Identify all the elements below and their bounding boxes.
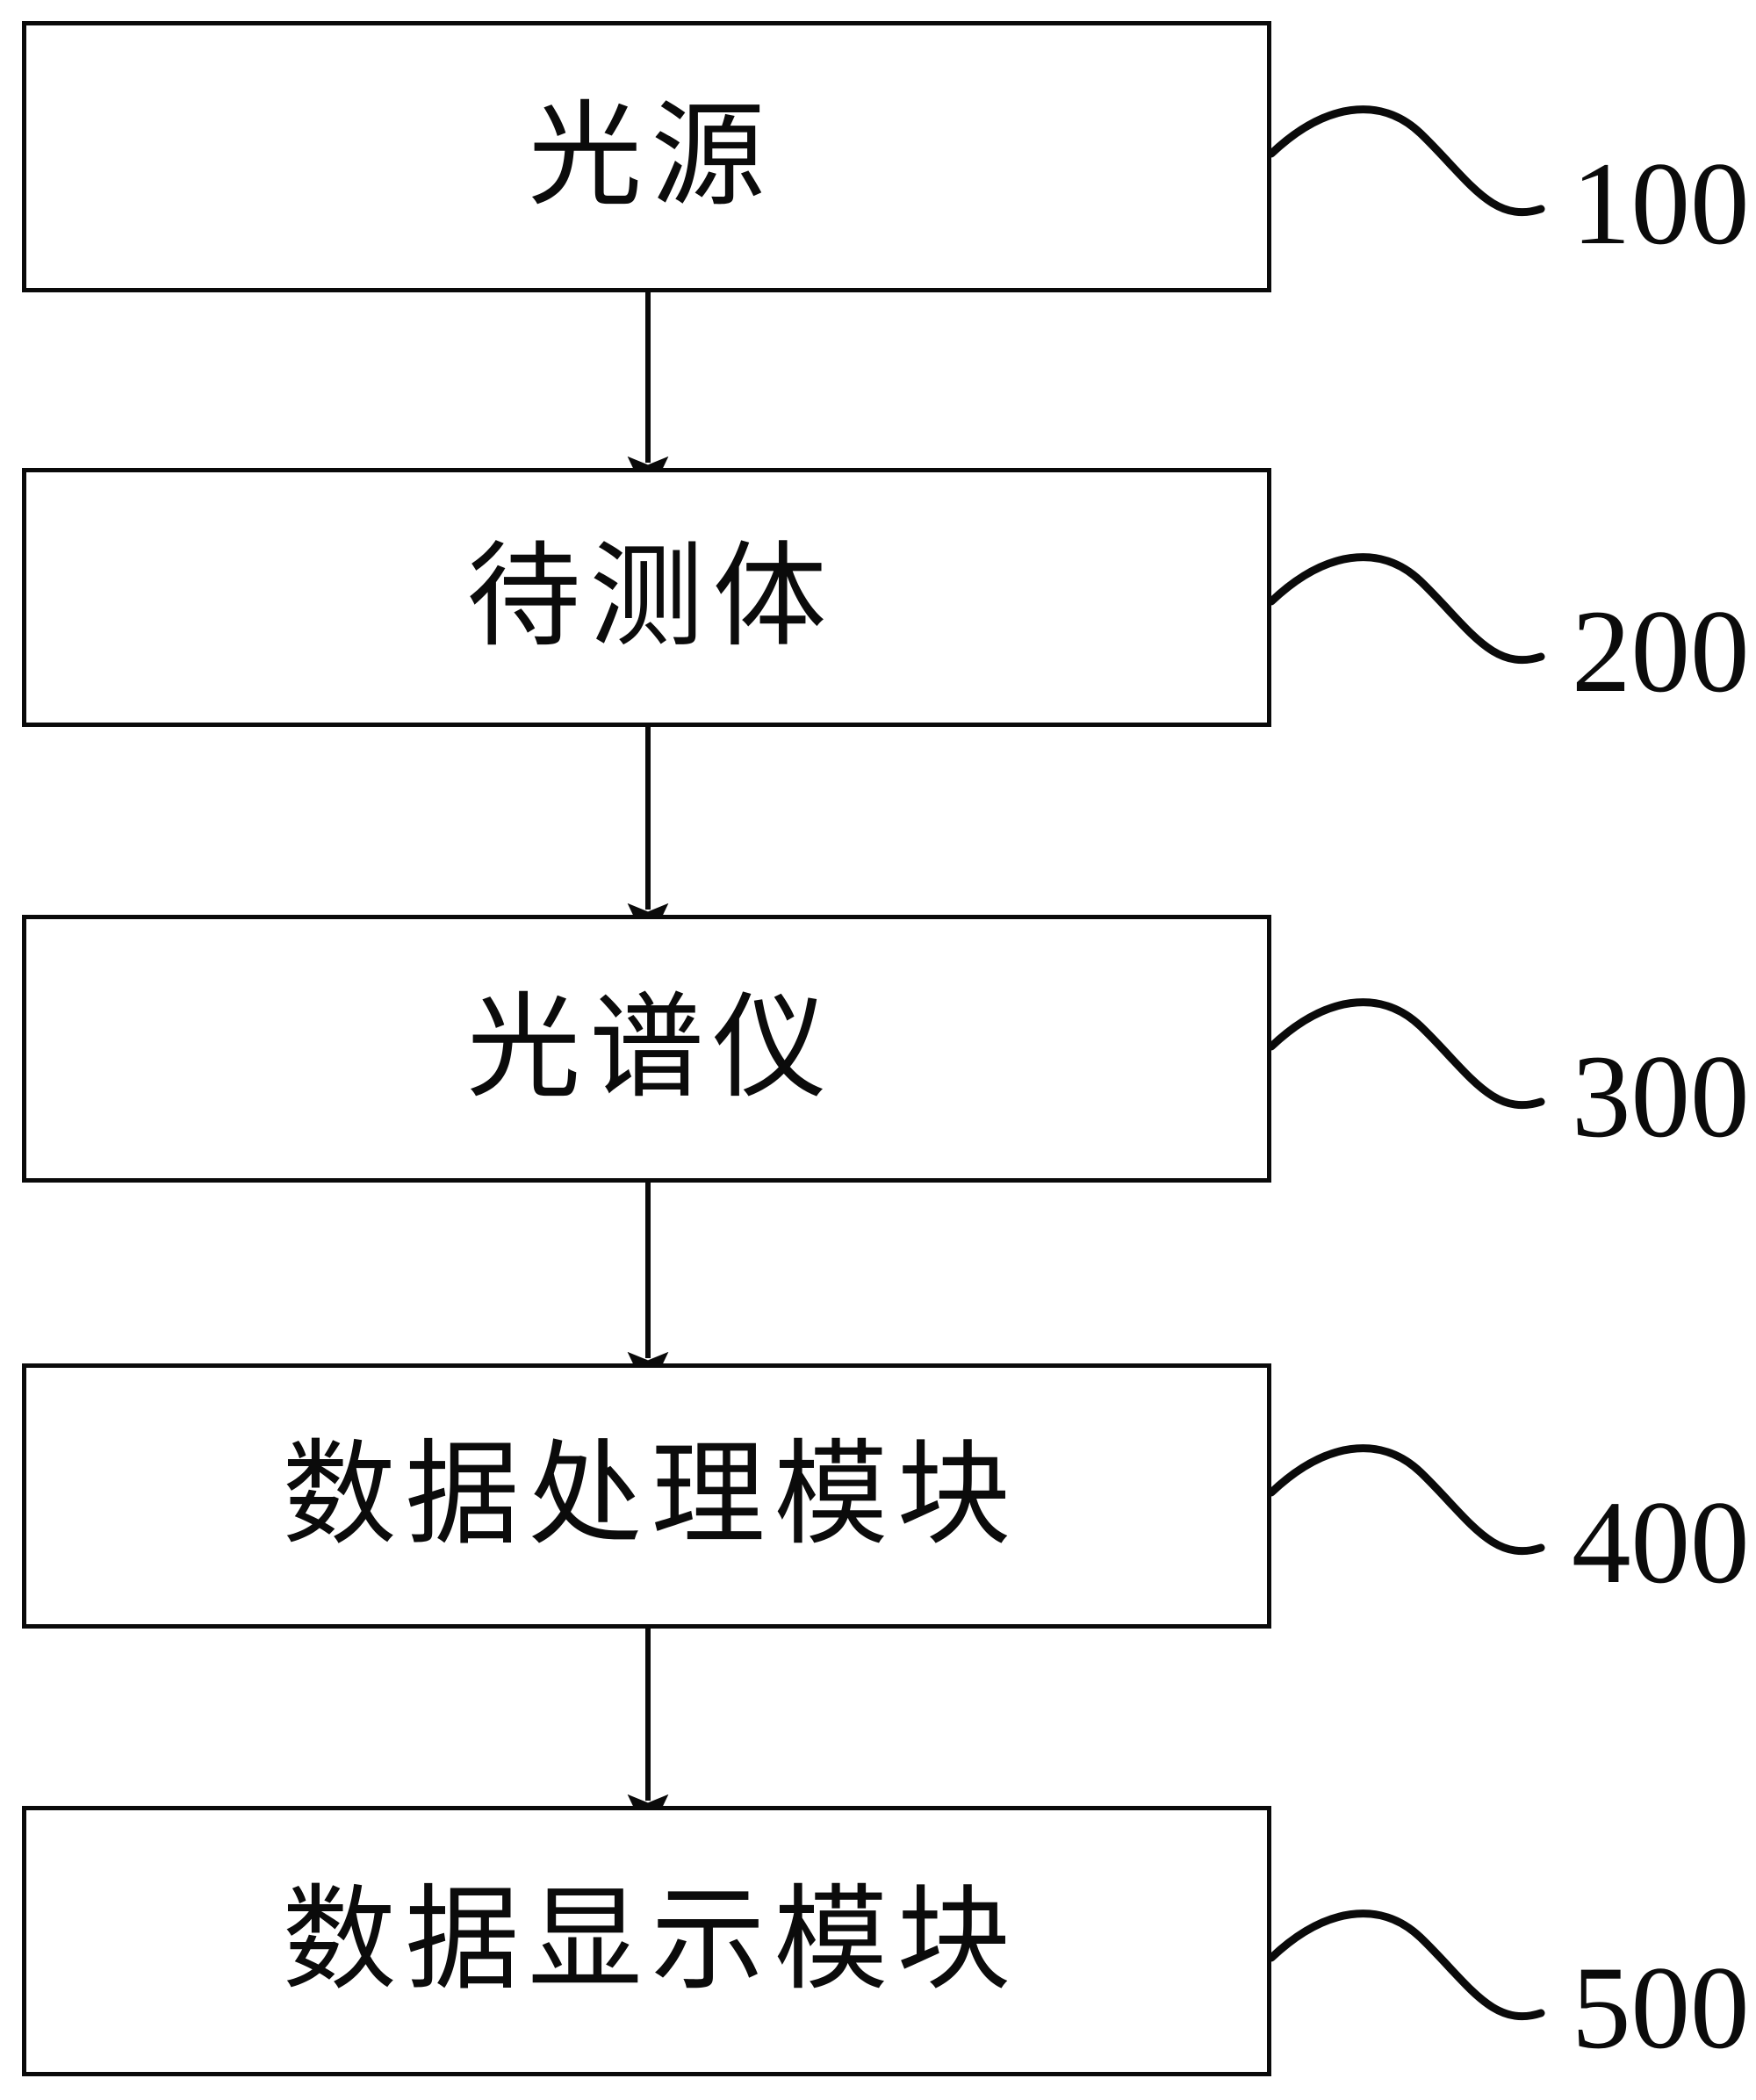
block-object-under-test[interactable]: 待测体 (22, 468, 1271, 727)
block-label-data-display-module: 数据显示模块 (282, 1878, 1020, 2004)
leader-squiggle-300 (1267, 998, 1545, 1110)
block-label-object-under-test: 待测体 (466, 534, 836, 661)
block-light-source[interactable]: 光源 (22, 21, 1271, 292)
block-spectrometer[interactable]: 光谱仪 (22, 915, 1271, 1183)
block-data-processing-module[interactable]: 数据处理模块 (22, 1363, 1271, 1629)
reference-number-300: 300 (1572, 1032, 1750, 1162)
leader-squiggle-400 (1267, 1444, 1545, 1556)
reference-number-500: 500 (1572, 1943, 1750, 2074)
block-label-light-source: 光源 (528, 93, 774, 220)
block-data-display-module[interactable]: 数据显示模块 (22, 1806, 1271, 2076)
reference-number-200: 200 (1572, 586, 1750, 717)
reference-number-100: 100 (1572, 139, 1750, 270)
leader-squiggle-500 (1267, 1909, 1545, 2021)
leader-squiggle-200 (1267, 553, 1545, 665)
block-label-spectrometer: 光谱仪 (466, 985, 836, 1112)
block-label-data-processing-module: 数据处理模块 (282, 1433, 1020, 1559)
reference-number-400: 400 (1572, 1478, 1750, 1608)
leader-squiggle-100 (1267, 105, 1545, 217)
